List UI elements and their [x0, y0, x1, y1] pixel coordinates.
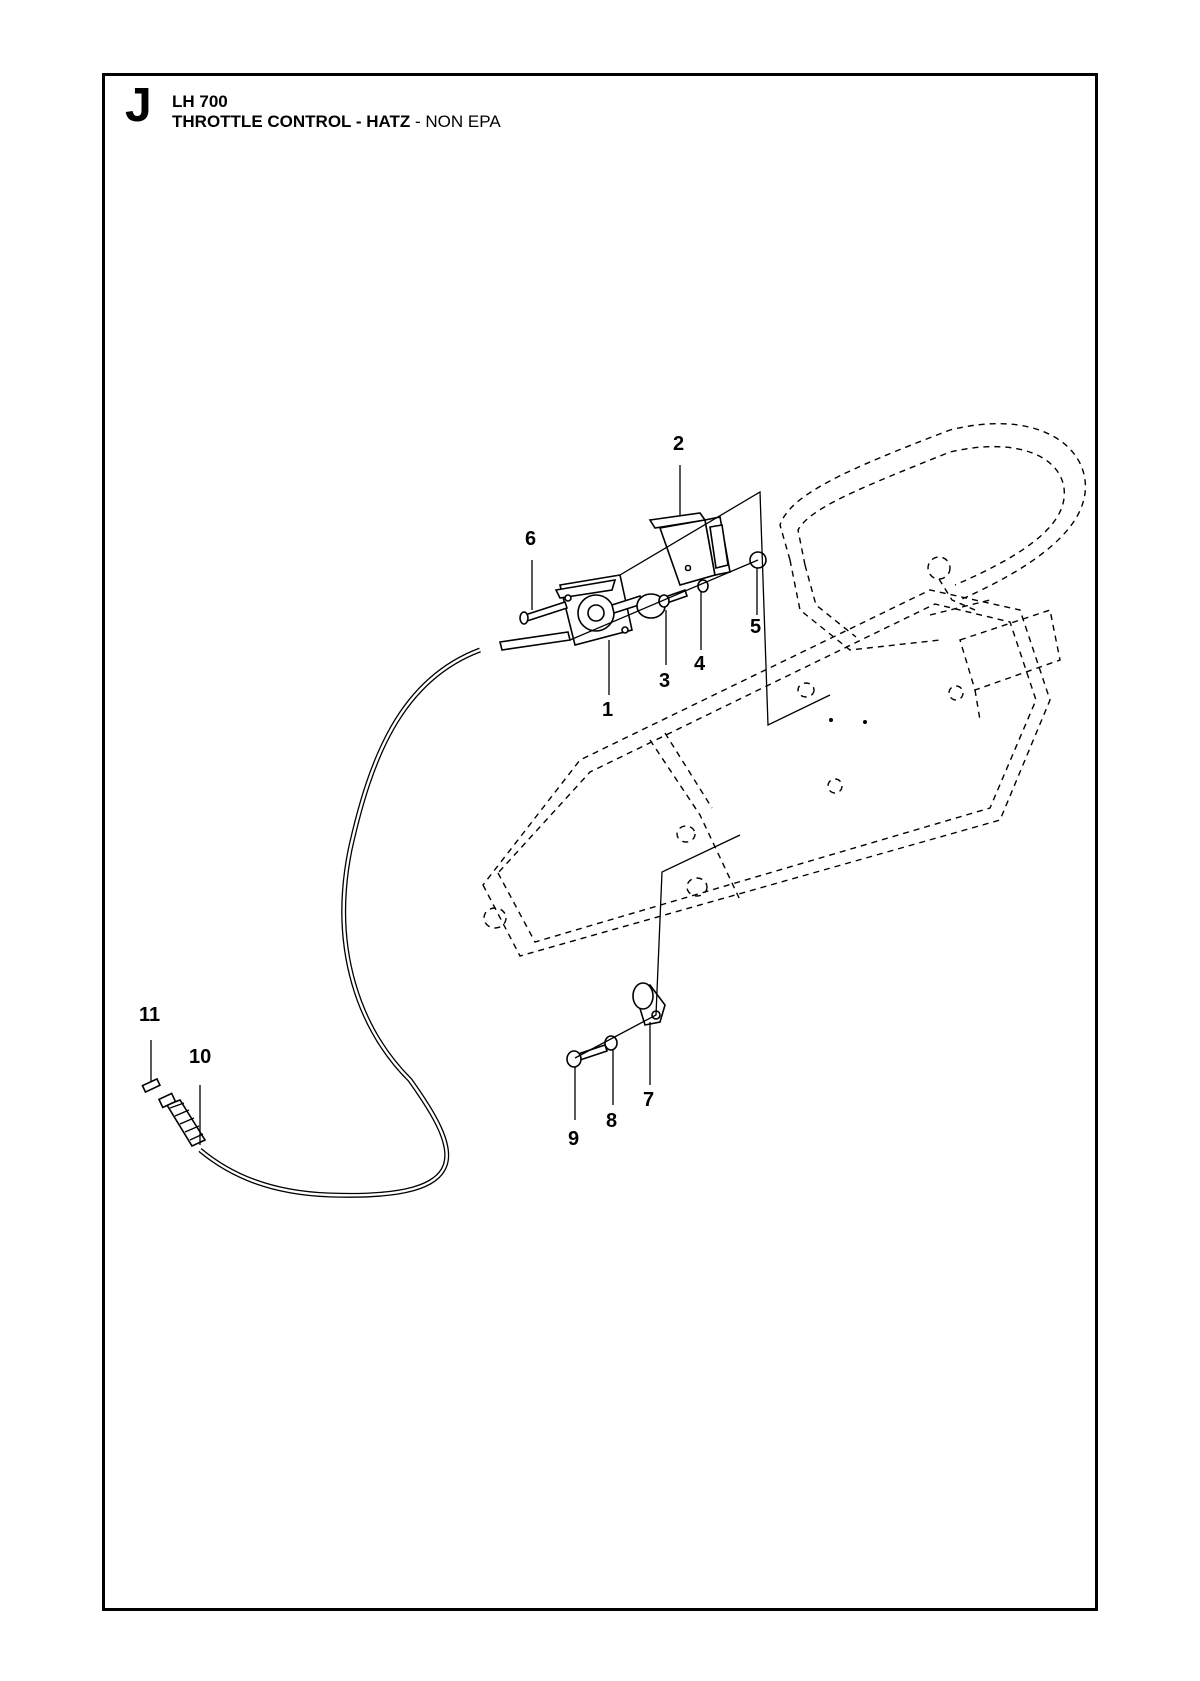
callout-leaders: [150, 465, 758, 1145]
title-rest: - NON EPA: [410, 112, 501, 131]
title-bold: THROTTLE CONTROL - HATZ: [172, 112, 411, 131]
cable-pin: [141, 1077, 162, 1094]
assembly-lines: [569, 490, 831, 1059]
model-name: LH 700: [172, 92, 228, 111]
callout-7: 7: [643, 1089, 654, 1111]
callout-labels: 1 2 3 4 5 6 7 8 9 10 11: [139, 433, 761, 1150]
callout-8: 8: [606, 1110, 617, 1132]
callout-5: 5: [750, 616, 761, 638]
cable-clamp: [632, 982, 666, 1026]
section-letter: J: [125, 79, 152, 132]
callout-4: 4: [694, 653, 706, 675]
callout-1: 1: [602, 699, 613, 721]
page-title: THROTTLE CONTROL - HATZ - NON EPA: [172, 113, 501, 130]
drawing-frame: [102, 73, 1098, 1611]
callout-3: 3: [659, 670, 670, 692]
callout-2: 2: [673, 433, 684, 455]
screw-6: [519, 600, 569, 625]
washer-8: [604, 1035, 618, 1051]
callout-11: 11: [139, 1004, 160, 1026]
callout-6: 6: [525, 528, 536, 550]
machine-frame-phantom: [482, 422, 1087, 957]
callout-9: 9: [568, 1128, 579, 1150]
throttle-lever: [554, 574, 666, 646]
throttle-cable: [141, 631, 571, 1198]
cable-spring-end: [157, 1092, 207, 1148]
callout-10: 10: [189, 1046, 211, 1068]
mounting-bracket: [648, 512, 731, 586]
screw-9: [566, 1043, 609, 1068]
